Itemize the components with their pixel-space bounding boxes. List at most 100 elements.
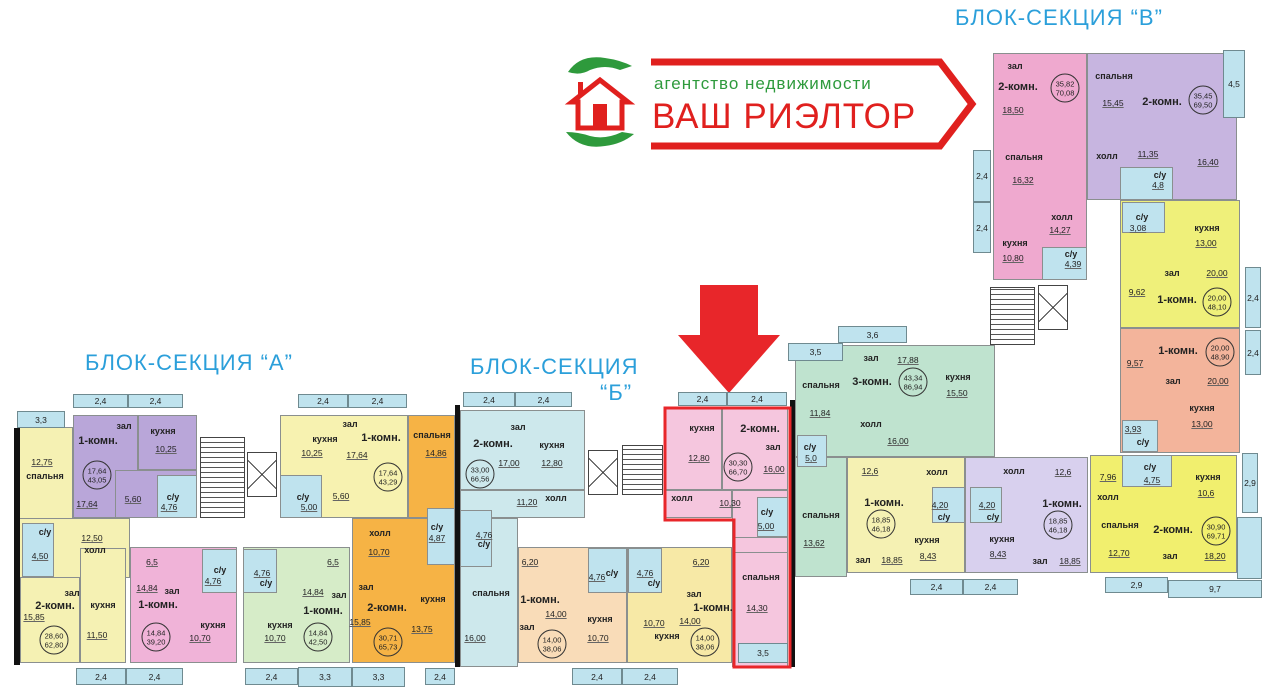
balcony-extension — [1237, 517, 1262, 579]
room-area-value: 4,87 — [428, 533, 446, 543]
room-label: спальня — [802, 510, 840, 520]
room-area-value: 12,80 — [541, 458, 563, 468]
bathroom — [970, 487, 1002, 523]
room-label: зал — [164, 586, 180, 596]
room-area-value: 10,25 — [301, 448, 323, 458]
room-area-value: 17,64 — [76, 499, 98, 509]
room-area-value: 4,75 — [1143, 475, 1161, 485]
outer-wall — [790, 400, 795, 667]
bathroom — [757, 497, 788, 537]
total-area: 69,71 — [1206, 531, 1226, 540]
room-label: с/у — [1143, 462, 1157, 472]
room-area-value: 13,00 — [1195, 238, 1217, 248]
staircase — [622, 445, 663, 495]
balcony: 3,6 — [838, 326, 907, 343]
room-area — [408, 415, 455, 518]
room-label: холл — [671, 493, 693, 503]
room-area — [795, 457, 847, 577]
room-area-value: 10,70 — [643, 618, 665, 628]
room-area-value: 12,6 — [861, 466, 879, 476]
room-area-value: 4,76 — [204, 576, 222, 586]
room-label: 1-комн. — [1157, 294, 1197, 306]
room-label: зал — [519, 622, 535, 632]
balcony: 2,9 — [1105, 577, 1168, 593]
room-label: кухня — [267, 620, 293, 630]
total-area: 86,94 — [903, 382, 923, 391]
bathroom — [932, 487, 965, 523]
staircase — [200, 437, 245, 518]
room-label: холл — [84, 545, 106, 555]
bathroom — [243, 549, 277, 593]
room-area-value: 18,85 — [881, 555, 903, 565]
room-label: зал — [855, 555, 871, 565]
room-label: спальня — [26, 471, 64, 481]
room-label: с/у — [1153, 170, 1167, 180]
room-area-value: 4,76 — [636, 568, 654, 578]
balcony: 2,4 — [1245, 330, 1261, 375]
room-label: с/у — [259, 578, 273, 588]
balcony: 2,4 — [463, 392, 515, 407]
living-area: 18,85 — [871, 515, 891, 524]
balcony: 3,3 — [352, 667, 405, 687]
room-area-value: 9,62 — [1128, 287, 1146, 297]
room-area — [795, 345, 995, 457]
room-label: с/у — [430, 522, 444, 532]
balcony: 2,4 — [973, 202, 991, 253]
room-label: зал — [765, 442, 781, 452]
room-area-value: 4,76 — [253, 568, 271, 578]
balcony: 2,4 — [910, 579, 963, 595]
room-area-value: 4,76 — [588, 572, 606, 582]
room-area-value: 13,75 — [411, 624, 433, 634]
room-area-value: 4,8 — [1152, 180, 1164, 190]
outer-wall — [14, 428, 20, 665]
room-area-value: 4,50 — [31, 551, 49, 561]
room-label: холл — [1096, 151, 1118, 161]
room-area-value: 11,50 — [86, 630, 108, 640]
balcony: 9,7 — [1168, 580, 1262, 598]
room-area-value: 10,25 — [155, 444, 177, 454]
room-label: 2-комн. — [35, 600, 75, 612]
room-area-value: 14,00 — [545, 609, 567, 619]
room-label: с/у — [296, 492, 310, 502]
room-area-value: 12,75 — [31, 457, 53, 467]
balcony: 2,4 — [73, 394, 128, 408]
total-area: 62,80 — [44, 640, 64, 649]
room-label: зал — [1165, 376, 1181, 386]
balcony: 2,4 — [727, 392, 787, 406]
room-label: с/у — [760, 507, 774, 517]
room-label: кухня — [914, 535, 940, 545]
room-label: с/у — [1064, 249, 1078, 259]
total-area: 70,08 — [1055, 88, 1075, 97]
balcony: 2,4 — [425, 668, 455, 685]
outer-wall — [455, 405, 460, 667]
room-label: холл — [860, 419, 882, 429]
room-label: 2-комн. — [998, 81, 1038, 93]
agency-name: ВАШ РИЭЛТОР — [652, 97, 917, 136]
total-area: 46,18 — [871, 524, 891, 533]
balcony: 2,4 — [76, 668, 126, 685]
bathroom — [1122, 202, 1165, 233]
room-label: кухня — [420, 594, 446, 604]
room-area-value: 14,86 — [425, 448, 447, 458]
room-area-value: 4,20 — [978, 500, 996, 510]
room-label: холл — [926, 467, 948, 477]
total-area: 66,56 — [470, 474, 490, 483]
room-label: спальня — [742, 572, 780, 582]
room-label: с/у — [986, 512, 1000, 522]
elevator-shaft — [247, 452, 277, 497]
room-area — [138, 415, 197, 470]
room-area-value: 7,96 — [1099, 472, 1117, 482]
room-label: кухня — [1195, 472, 1221, 482]
living-area: 20,00 — [1207, 293, 1227, 302]
room-label: спальня — [1101, 520, 1139, 530]
room-label: 1-комн. — [864, 497, 904, 509]
total-area: 38,06 — [542, 644, 562, 653]
balcony: 2,4 — [572, 668, 622, 685]
bathroom — [460, 510, 492, 567]
